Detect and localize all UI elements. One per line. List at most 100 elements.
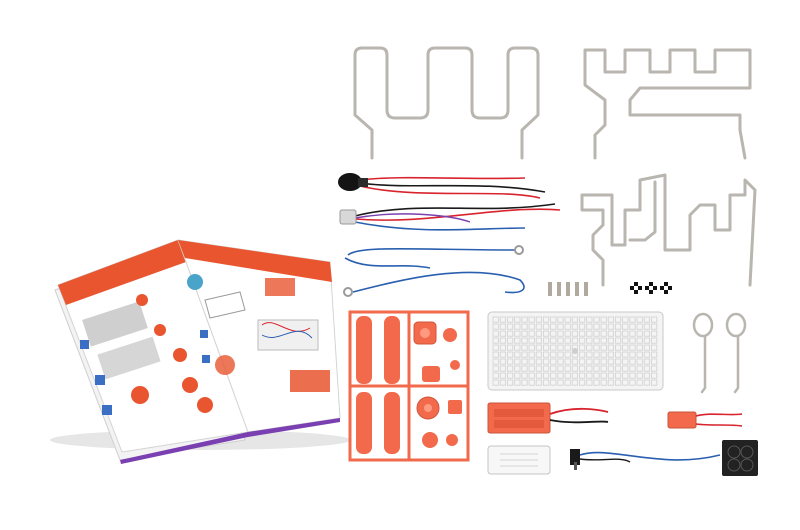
peg-hole	[593, 337, 600, 344]
peg-hole	[506, 330, 514, 337]
peg-hole	[651, 323, 658, 330]
peg-hole	[564, 344, 571, 351]
peg-hole	[543, 372, 550, 379]
peg-hole	[636, 372, 643, 379]
peg-hole	[514, 344, 521, 351]
switch-with-wires	[570, 449, 721, 470]
peg-hole	[651, 358, 658, 365]
peg-hole	[550, 358, 557, 365]
peg-hole	[557, 365, 564, 372]
peg-hole	[615, 358, 622, 365]
peg-hole	[514, 330, 521, 337]
peg-hole	[593, 330, 600, 337]
peg-hole	[514, 351, 521, 358]
peg-hole	[600, 365, 607, 372]
orange-parts-sprue	[348, 310, 470, 462]
peg-hole	[615, 337, 622, 344]
peg-hole	[506, 344, 514, 351]
peg-hole	[600, 379, 607, 386]
peg-hole	[535, 358, 543, 365]
peg-hole	[615, 372, 622, 379]
peg-hole	[651, 337, 658, 344]
peg-hole	[607, 337, 615, 344]
peg-hole	[629, 330, 636, 337]
peg-hole	[571, 330, 579, 337]
peg-hole	[593, 351, 600, 358]
peg-hole	[535, 372, 543, 379]
peg-hole	[499, 330, 507, 337]
peg-hole	[607, 379, 615, 386]
peg-hole	[521, 372, 528, 379]
peg-hole	[514, 323, 521, 330]
peg-hole	[492, 351, 499, 358]
peg-hole	[557, 358, 564, 365]
peg-hole	[564, 358, 571, 365]
peg-hole	[571, 337, 579, 344]
peg-hole	[492, 344, 499, 351]
peg-hole	[600, 323, 607, 330]
peg-hole	[550, 372, 557, 379]
peg-hole	[499, 372, 507, 379]
metal-pins	[548, 282, 588, 296]
orange-connector	[667, 411, 743, 429]
peg-hole	[600, 316, 607, 323]
peg-hole	[579, 344, 586, 351]
peg-hole	[593, 344, 600, 351]
peg-hole	[629, 379, 636, 386]
peg-hole	[651, 372, 658, 379]
peg-hole	[499, 316, 507, 323]
peg-hole	[535, 337, 543, 344]
peg-hole	[506, 323, 514, 330]
peg-hole	[593, 379, 600, 386]
peg-hole	[600, 358, 607, 365]
peg-hole	[579, 351, 586, 358]
peg-hole	[506, 358, 514, 365]
peg-hole	[600, 351, 607, 358]
peg-hole	[535, 323, 543, 330]
peg-hole	[651, 379, 658, 386]
peg-hole	[492, 379, 499, 386]
peg-hole	[550, 323, 557, 330]
peg-hole	[636, 365, 643, 372]
peg-hole	[506, 316, 514, 323]
peg-hole	[622, 351, 629, 358]
peg-hole	[615, 330, 622, 337]
peg-hole	[528, 372, 535, 379]
wire-loop-wands	[692, 312, 747, 394]
peg-hole	[643, 330, 651, 337]
peg-hole	[629, 337, 636, 344]
peg-hole	[600, 372, 607, 379]
peg-hole	[571, 372, 579, 379]
peg-hole	[615, 316, 622, 323]
peg-hole	[550, 365, 557, 372]
peg-hole	[521, 351, 528, 358]
peg-hole	[564, 379, 571, 386]
peg-hole	[615, 379, 622, 386]
peg-hole	[521, 365, 528, 372]
peg-hole	[521, 323, 528, 330]
peg-hole	[499, 351, 507, 358]
peg-hole	[579, 358, 586, 365]
peg-hole	[514, 337, 521, 344]
peg-hole	[593, 358, 600, 365]
peg-hole	[571, 358, 579, 365]
peg-hole	[636, 337, 643, 344]
peg-hole	[543, 337, 550, 344]
peg-hole	[557, 379, 564, 386]
peg-hole	[557, 344, 564, 351]
peg-hole	[586, 337, 593, 344]
peg-hole	[550, 337, 557, 344]
peg-hole	[550, 344, 557, 351]
peg-hole	[643, 337, 651, 344]
white-pegboard-base	[487, 311, 664, 391]
peg-hole	[514, 379, 521, 386]
white-battery-cover	[487, 445, 551, 475]
ring-terminal-wires	[343, 245, 525, 297]
black-speaker-pad	[722, 440, 758, 476]
checkered-stickers	[630, 282, 672, 294]
peg-hole	[492, 323, 499, 330]
peg-hole	[521, 337, 528, 344]
peg-hole	[607, 358, 615, 365]
peg-hole	[557, 323, 564, 330]
peg-hole	[629, 316, 636, 323]
